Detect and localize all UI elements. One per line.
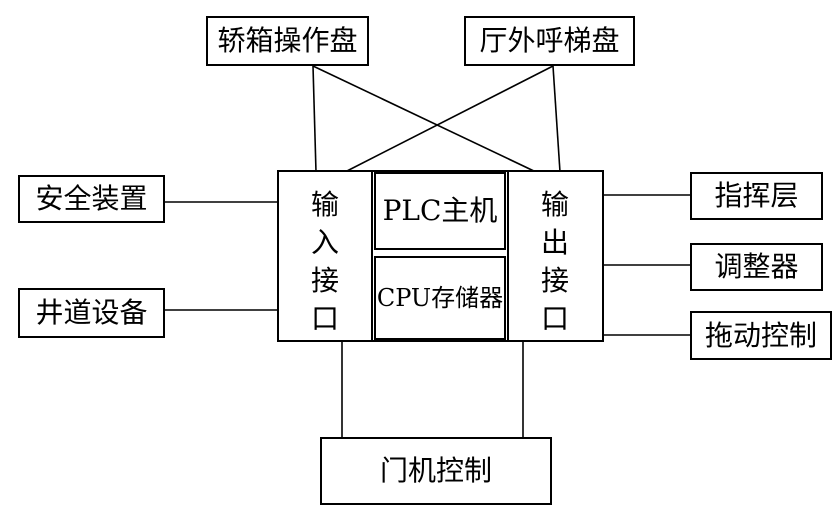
output-interface-divider <box>507 170 509 342</box>
car-operation-panel-label: 轿箱操作盘 <box>217 24 358 57</box>
drive-control-label: 拖动控制 <box>704 318 817 352</box>
input-char-2: 入 <box>310 226 339 259</box>
regulator-label: 调整器 <box>714 250 799 283</box>
input-char-1: 输 <box>310 188 339 221</box>
safety-device-box: 安全装置 <box>18 175 165 223</box>
regulator-box: 调整器 <box>690 243 823 291</box>
door-control-label: 门机控制 <box>379 454 492 487</box>
input-interface-divider <box>371 170 373 342</box>
input-char-3: 接 <box>310 264 339 297</box>
output-char-3: 接 <box>540 264 569 297</box>
safety-device-label: 安全装置 <box>35 182 148 215</box>
hall-call-panel-box: 厅外呼梯盘 <box>464 16 635 66</box>
shaft-equipment-box: 井道设备 <box>18 288 165 338</box>
plc-host-box: PLC主机 <box>374 172 506 250</box>
door-control-box: 门机控制 <box>320 437 552 505</box>
car-operation-panel-box: 轿箱操作盘 <box>206 16 369 66</box>
cpu-memory-label: CPU存储器 <box>376 284 504 312</box>
input-char-4: 口 <box>310 302 339 335</box>
command-layer-box: 指挥层 <box>690 172 823 220</box>
plc-host-label: PLC主机 <box>382 194 498 227</box>
output-interface-label: 输 出 接 口 <box>530 186 580 338</box>
output-char-4: 口 <box>540 302 569 335</box>
line-hall-to-output <box>552 65 561 173</box>
cpu-memory-box: CPU存储器 <box>374 256 506 340</box>
drive-control-box: 拖动控制 <box>690 311 832 360</box>
output-char-1: 输 <box>540 188 569 221</box>
line-car-to-input <box>312 65 317 173</box>
output-char-2: 出 <box>540 226 569 259</box>
line-hall-to-input <box>344 65 554 173</box>
hall-call-panel-label: 厅外呼梯盘 <box>479 24 620 57</box>
input-interface-label: 输 入 接 口 <box>300 186 350 338</box>
command-layer-label: 指挥层 <box>714 179 799 212</box>
shaft-equipment-label: 井道设备 <box>35 296 148 329</box>
line-car-to-output <box>312 65 537 173</box>
